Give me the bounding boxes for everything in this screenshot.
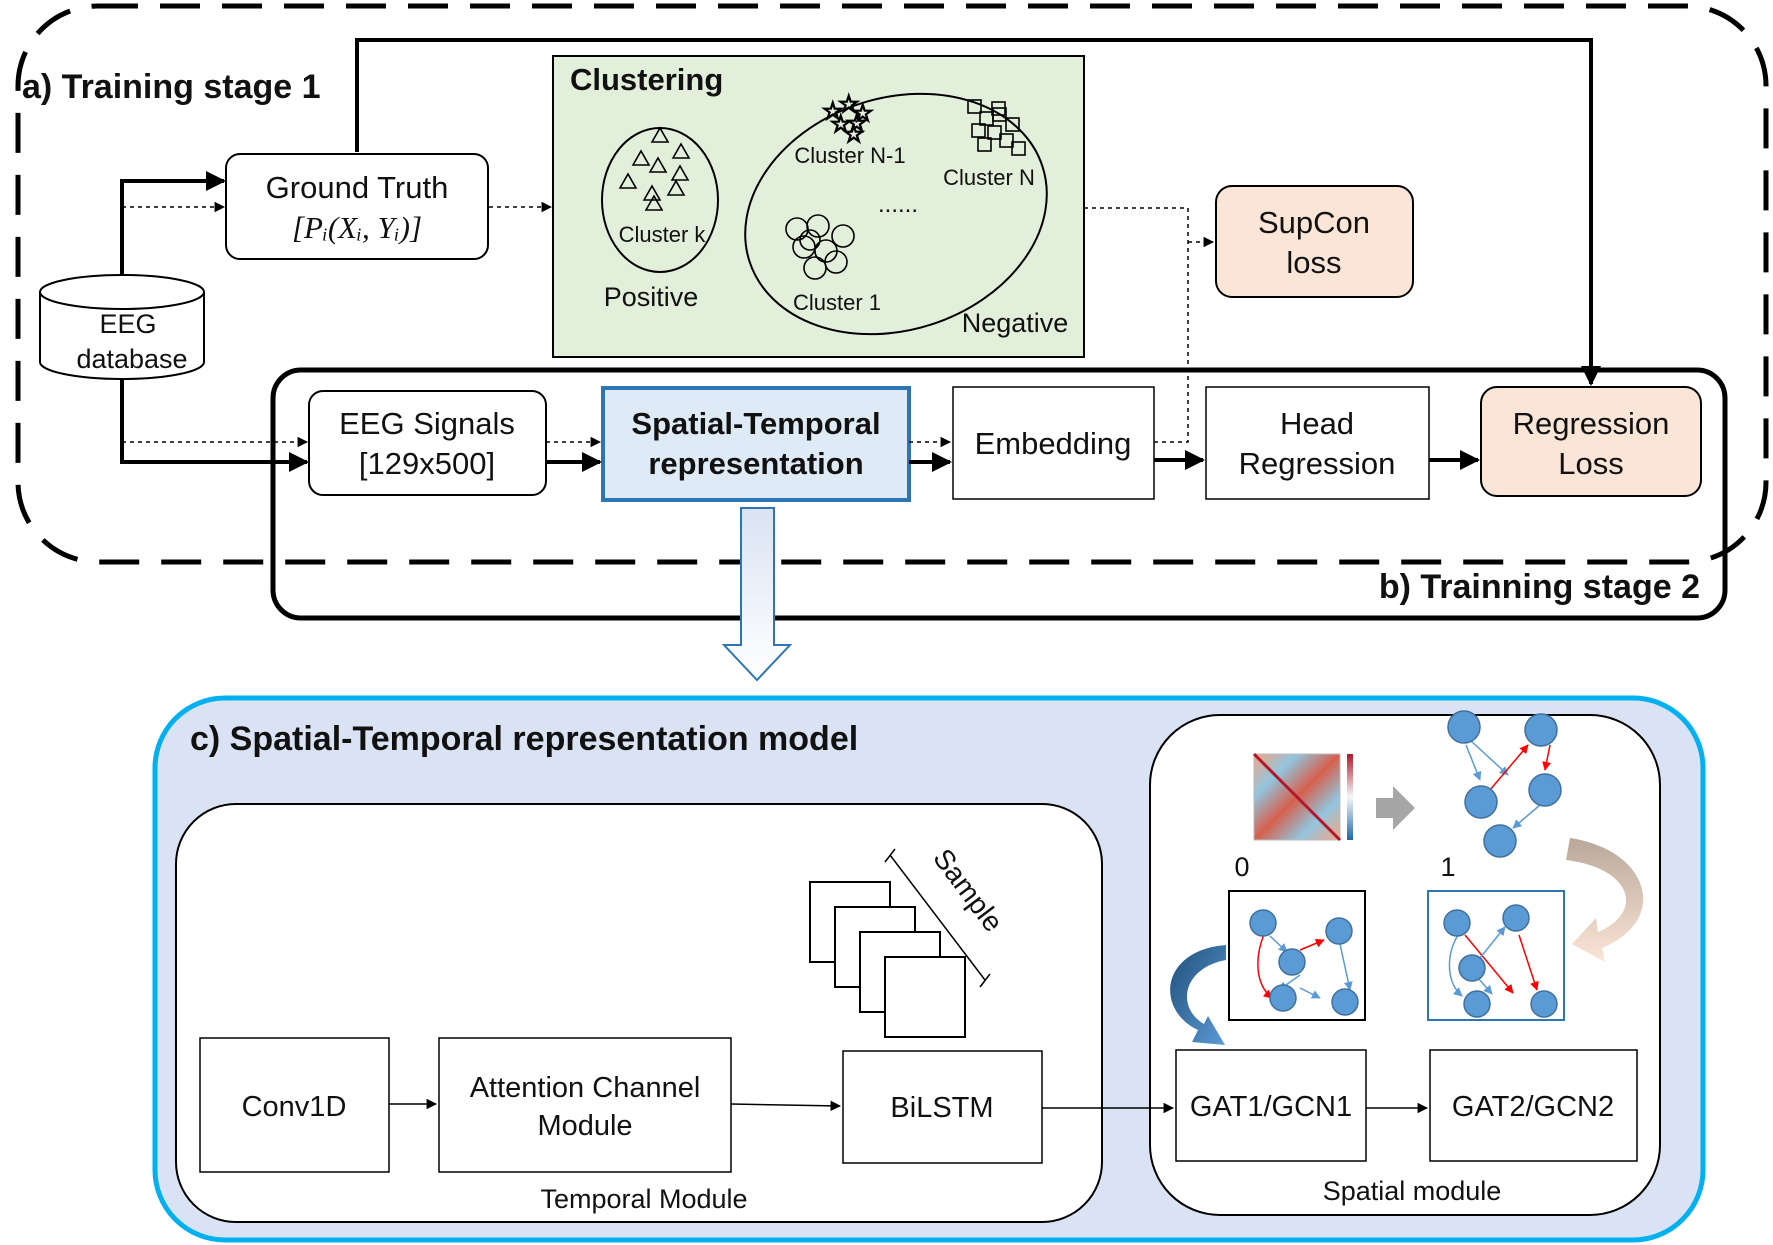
- connector-arrows: [120, 38, 1601, 472]
- spatial-module-label: Spatial module: [1323, 1176, 1502, 1206]
- gray-right-arrow: [1376, 786, 1415, 830]
- gat1-box: [1175, 1049, 1367, 1162]
- star-markers: ☆☆☆ ☆☆☆: [821, 89, 874, 149]
- training-stage1-label: a) Training stage 1: [22, 68, 321, 106]
- cluster-n-minus-1-label: Cluster N-1: [794, 143, 905, 168]
- spatial-temporal-label: Spatial-Temporal: [631, 406, 880, 441]
- graph-node: [1443, 909, 1471, 937]
- head-regression-label-2: Regression: [1239, 446, 1396, 481]
- eeg-database-label: EEG: [99, 309, 156, 339]
- triangle-markers: [618, 126, 691, 211]
- curved-blue-arrow: [1170, 945, 1226, 1045]
- svg-text:☆: ☆: [843, 120, 865, 148]
- svg-text:☆: ☆: [846, 109, 868, 137]
- expand-down-arrow: [721, 507, 793, 682]
- graph-node: [1249, 909, 1277, 937]
- graph-node: [1325, 917, 1353, 945]
- top-graph: [1447, 710, 1562, 858]
- svg-text:☆: ☆: [830, 110, 852, 138]
- graph0: [1249, 909, 1359, 1016]
- graph-node: [1447, 710, 1481, 744]
- svg-text:☆: ☆: [852, 99, 874, 127]
- square-markers: [967, 99, 1026, 156]
- bilstm-label: BiLSTM: [890, 1092, 993, 1124]
- gat2-label: GAT2/GCN2: [1452, 1091, 1614, 1123]
- model-arrows: [389, 1098, 1429, 1114]
- training-stage2-frame: [270, 367, 1728, 621]
- regression-loss-label: Regression: [1513, 406, 1670, 441]
- ground-truth-label: Ground Truth: [266, 170, 449, 205]
- graph1-label: 1: [1440, 852, 1455, 882]
- negative-cluster-ellipse: [744, 92, 1048, 336]
- positive-label: Positive: [604, 282, 699, 312]
- gat2-box: [1429, 1049, 1638, 1162]
- negative-label: Negative: [962, 308, 1069, 338]
- panel-c-title: c) Spatial-Temporal representation model: [190, 720, 858, 758]
- attention-channel-box: [438, 1037, 732, 1173]
- eeg-signals-label: EEG Signals: [339, 406, 515, 441]
- spatial-temporal-box: [601, 386, 911, 502]
- eeg-database-label-2: database: [76, 344, 187, 374]
- cluster-k-label: Cluster k: [619, 222, 707, 247]
- conv1d-label: Conv1D: [242, 1091, 347, 1123]
- graph-node: [1530, 990, 1558, 1018]
- attention-channel-label-2: Module: [537, 1110, 632, 1142]
- head-regression-label: Head: [1280, 406, 1354, 441]
- supcon-loss-label: SupCon: [1258, 205, 1370, 240]
- cluster-1-label: Cluster 1: [793, 290, 881, 315]
- cluster-ellipsis: ......: [878, 191, 918, 218]
- eeg-database-icon: [39, 274, 205, 380]
- bilstm-box: [842, 1050, 1043, 1164]
- regression-loss-label-2: Loss: [1558, 446, 1623, 481]
- ground-truth-formula: [Pᵢ(Xᵢ, Yᵢ)]: [292, 210, 422, 245]
- eeg-signals-box: [308, 390, 547, 496]
- correlation-heatmap: [1252, 752, 1353, 842]
- conv1d-box: [199, 1037, 390, 1173]
- embedding-box: [952, 386, 1155, 500]
- graph-node: [1463, 990, 1491, 1018]
- temporal-module-label: Temporal Module: [540, 1184, 747, 1214]
- svg-text:☆: ☆: [822, 97, 844, 125]
- clustering-title: Clustering: [570, 62, 723, 97]
- graph1: [1443, 904, 1558, 1018]
- gat1-label: GAT1/GCN1: [1190, 1091, 1352, 1123]
- circle-markers: [785, 214, 855, 280]
- attention-channel-label: Attention Channel: [470, 1072, 701, 1104]
- graph-node: [1502, 904, 1530, 932]
- graph-node: [1458, 954, 1486, 982]
- curved-tan-arrow: [1566, 838, 1644, 962]
- graph-node: [1464, 785, 1498, 819]
- clustering-box: [552, 55, 1085, 358]
- ground-truth-box: [225, 153, 489, 260]
- graph-node: [1524, 713, 1558, 747]
- sample-stack-icon: [809, 848, 991, 1038]
- spatial-temporal-label-2: representation: [648, 446, 863, 481]
- cluster-n-label: Cluster N: [943, 165, 1035, 190]
- graph-node: [1483, 824, 1517, 858]
- embedding-label: Embedding: [975, 426, 1132, 461]
- graph-node: [1278, 948, 1306, 976]
- svg-text:☆: ☆: [838, 90, 860, 118]
- graph-node: [1528, 773, 1562, 807]
- graph0-label: 0: [1234, 852, 1249, 882]
- graph-node: [1331, 988, 1359, 1016]
- supcon-loss-box: [1215, 185, 1414, 298]
- head-regression-box: [1205, 386, 1430, 500]
- training-stage2-label: b) Trainning stage 2: [1379, 568, 1700, 606]
- supcon-loss-label-2: loss: [1286, 245, 1341, 280]
- regression-loss-box: [1480, 386, 1702, 497]
- eeg-signals-shape: [129x500]: [359, 446, 495, 481]
- graph-node: [1269, 984, 1297, 1012]
